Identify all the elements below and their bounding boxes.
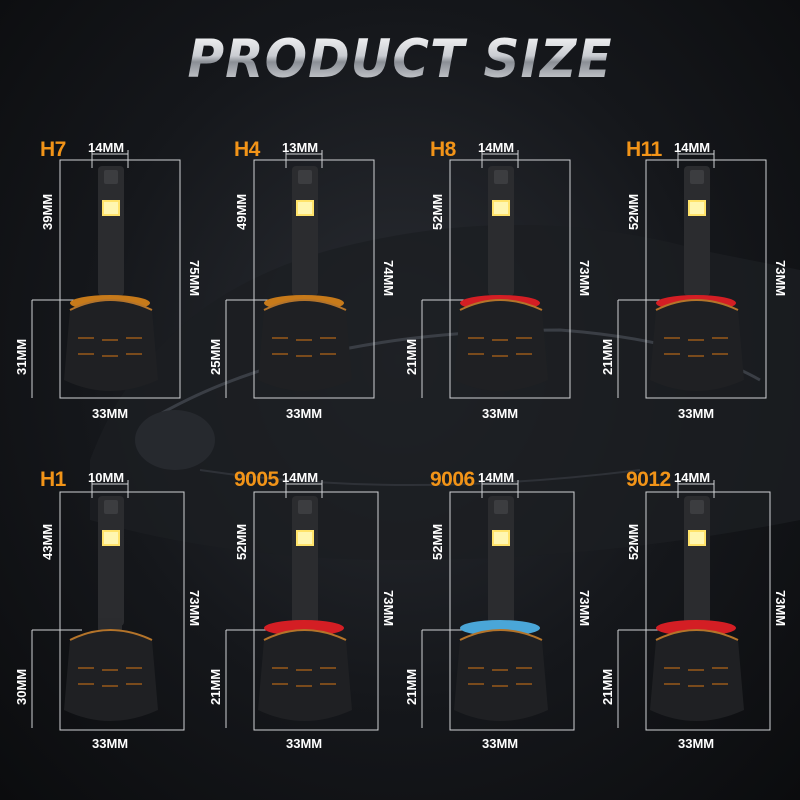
width-bottom-dimension: 33MM [482,736,519,751]
led-bulb-illustration [421,150,571,399]
base-length-dimension: 21MM [600,338,615,375]
led-bulb-illustration [31,480,185,731]
total-length-dimension: 74MM [381,260,396,297]
width-bottom-dimension: 33MM [286,736,323,751]
width-bottom-dimension: 33MM [678,406,715,421]
bulb-cell-h7: H7 14MM 39MM 75MM 31MM 33MM [12,138,212,440]
upper-length-dimension: 52MM [626,193,641,230]
base-length-dimension: 30MM [14,668,29,705]
upper-length-dimension: 52MM [430,523,445,560]
total-length-dimension: 73MM [577,260,592,297]
total-length-dimension: 73MM [773,590,788,627]
model-label: 9005 [234,468,279,491]
width-top-dimension: 14MM [674,140,711,155]
led-bulb-illustration [617,480,771,731]
led-bulb-illustration [31,150,181,399]
width-bottom-dimension: 33MM [286,406,323,421]
led-bulb-illustration [421,480,575,731]
width-top-dimension: 14MM [88,140,125,155]
width-top-dimension: 14MM [478,470,515,485]
upper-length-dimension: 49MM [234,193,249,230]
bulb-cell-h8: H8 14MM 52MM 73MM 21MM 33MM [402,138,602,440]
upper-length-dimension: 52MM [234,523,249,560]
page-title: PRODUCT SIZE [0,29,800,90]
width-top-dimension: 10MM [88,470,125,485]
model-label: H1 [40,468,66,491]
led-bulb-illustration [617,150,767,399]
width-top-dimension: 14MM [674,470,711,485]
model-label: H4 [234,138,260,161]
total-length-dimension: 73MM [773,260,788,297]
base-length-dimension: 31MM [14,338,29,375]
model-label: 9012 [626,468,671,491]
width-top-dimension: 14MM [282,470,319,485]
base-length-dimension: 21MM [404,668,419,705]
led-bulb-illustration [225,480,379,731]
total-length-dimension: 73MM [381,590,396,627]
width-bottom-dimension: 33MM [92,736,129,751]
bulb-cell-h4: H4 13MM 49MM 74MM 25MM 33MM [206,138,406,440]
upper-length-dimension: 52MM [626,523,641,560]
bulb-cell-h11: H11 14MM 52MM 73MM 21MM 33MM [598,138,798,440]
model-label: H7 [40,138,66,161]
model-label: 9006 [430,468,475,491]
upper-length-dimension: 52MM [430,193,445,230]
model-label: H11 [626,138,662,161]
bulb-cell-h1: H1 10MM 43MM 73MM 30MM 33MM [12,468,212,770]
width-bottom-dimension: 33MM [92,406,129,421]
total-length-dimension: 73MM [187,590,202,627]
width-top-dimension: 13MM [282,140,319,155]
base-length-dimension: 25MM [208,338,223,375]
base-length-dimension: 21MM [404,338,419,375]
upper-length-dimension: 43MM [40,523,55,560]
led-bulb-illustration [225,150,375,399]
width-top-dimension: 14MM [478,140,515,155]
model-label: H8 [430,138,456,161]
width-bottom-dimension: 33MM [482,406,519,421]
width-bottom-dimension: 33MM [678,736,715,751]
base-length-dimension: 21MM [600,668,615,705]
upper-length-dimension: 39MM [40,193,55,230]
base-length-dimension: 21MM [208,668,223,705]
total-length-dimension: 73MM [577,590,592,627]
total-length-dimension: 75MM [187,260,202,297]
